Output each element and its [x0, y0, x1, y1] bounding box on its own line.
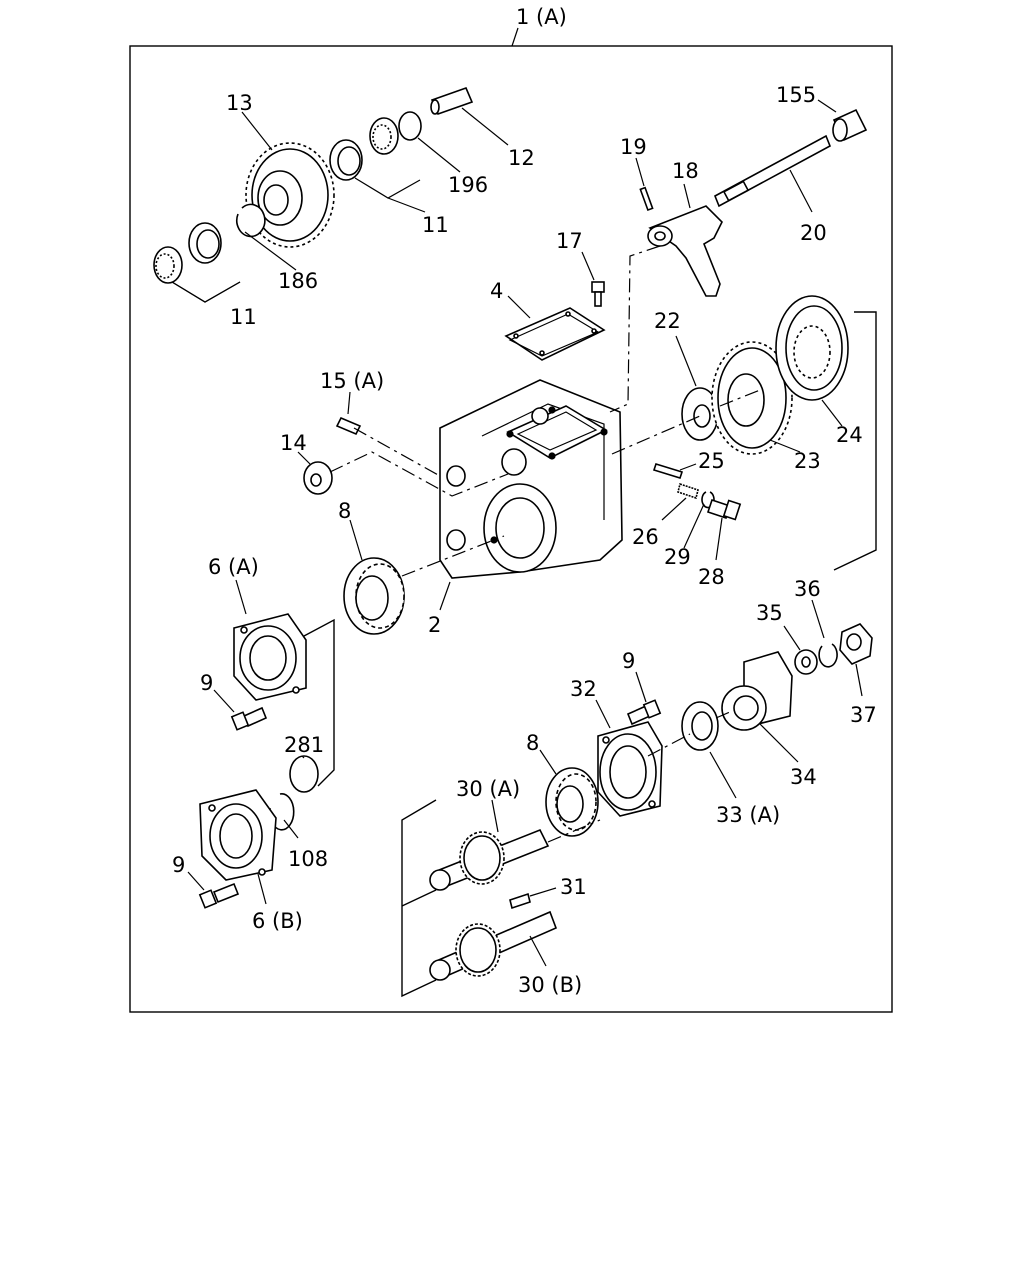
- part-9-bolt-upper: [230, 706, 268, 731]
- bracket-left: [303, 618, 335, 787]
- label-281: 281: [284, 733, 324, 757]
- assembly-label: 1 (A): [516, 5, 567, 29]
- centerline-fork: [609, 245, 661, 413]
- label-6a: 6 (A): [208, 555, 259, 579]
- label-11-top: 11: [422, 213, 449, 237]
- label-108: 108: [288, 847, 328, 871]
- centerline-gear: [611, 389, 761, 455]
- label-14: 14: [280, 431, 307, 455]
- centerline-bushing: [329, 451, 509, 497]
- part-30b-shaft: [429, 910, 558, 981]
- part-19-roll-pin: [639, 186, 654, 212]
- part-30a-shaft: [429, 828, 550, 891]
- part-155-bushing: [832, 108, 868, 142]
- label-34: 34: [790, 765, 817, 789]
- part-24-sliding-gear: [775, 295, 849, 401]
- label-15a: 15 (A): [320, 369, 384, 393]
- label-13: 13: [226, 91, 253, 115]
- assembly-frame: [129, 45, 893, 1013]
- bracket-right: [833, 311, 877, 571]
- part-12-pin: [430, 86, 474, 116]
- label-29: 29: [664, 545, 691, 569]
- centerline-output: [547, 711, 731, 843]
- label-6b: 6 (B): [252, 909, 303, 933]
- part-6b-flange: [199, 789, 277, 881]
- part-18-shift-fork: [647, 205, 723, 297]
- label-18: 18: [672, 159, 699, 183]
- bracket-shaft-variants: [401, 799, 437, 998]
- part-196-ring: [398, 111, 422, 141]
- centerline-main: [401, 535, 505, 577]
- part-36-snap-ring: [818, 643, 838, 668]
- label-32: 32: [570, 677, 597, 701]
- label-11-left: 11: [230, 305, 257, 329]
- part-31-key: [509, 892, 531, 910]
- label-30a: 30 (A): [456, 777, 520, 801]
- label-37: 37: [850, 703, 877, 727]
- part-37-nut: [839, 623, 873, 665]
- label-9-upper: 9: [200, 671, 213, 695]
- part-34-output-housing: [721, 651, 793, 731]
- part-33a-oil-seal: [681, 701, 719, 751]
- part-186-snap-ring: [236, 203, 266, 238]
- label-8-lower: 8: [526, 731, 539, 755]
- part-11-bearing-top: [329, 117, 399, 181]
- part-8-bearing-lower: [545, 767, 599, 837]
- label-9-lower: 9: [172, 853, 185, 877]
- label-31: 31: [560, 875, 587, 899]
- part-23-gear: [711, 341, 793, 455]
- part-9-bolt-lower: [198, 882, 240, 909]
- part-28-plug: [706, 498, 742, 521]
- part-25-pin: [652, 463, 684, 479]
- part-20-shaft: [713, 134, 832, 208]
- label-24: 24: [836, 423, 863, 447]
- label-19: 19: [620, 135, 647, 159]
- label-9-right: 9: [622, 649, 635, 673]
- part-6a-flange: [233, 613, 307, 701]
- label-36: 36: [794, 577, 821, 601]
- label-23: 23: [794, 449, 821, 473]
- part-4-cover: [504, 307, 606, 361]
- label-25: 25: [698, 449, 725, 473]
- part-17-bolt: [591, 281, 605, 307]
- part-15a-pin: [335, 416, 362, 436]
- part-281-ring: [289, 755, 319, 793]
- assembly-leader: [511, 27, 519, 47]
- label-8-upper: 8: [338, 499, 351, 523]
- label-17: 17: [556, 229, 583, 253]
- part-35-washer: [794, 649, 818, 675]
- label-35: 35: [756, 601, 783, 625]
- label-26: 26: [632, 525, 659, 549]
- part-11-bearing-left: [153, 222, 222, 284]
- part-26-spring: [677, 482, 699, 500]
- part-14-bushing: [303, 461, 333, 495]
- label-30b: 30 (B): [518, 973, 582, 997]
- label-20: 20: [800, 221, 827, 245]
- label-28: 28: [698, 565, 725, 589]
- part-2-housing: [439, 379, 623, 579]
- part-9-bolt-right: [626, 699, 662, 726]
- label-155: 155: [776, 83, 816, 107]
- label-33a: 33 (A): [716, 803, 780, 827]
- centerline-pin: [353, 427, 441, 477]
- label-4: 4: [490, 279, 503, 303]
- label-186: 186: [278, 269, 318, 293]
- part-8-bearing-upper: [343, 557, 405, 635]
- label-196: 196: [448, 173, 488, 197]
- label-2: 2: [428, 613, 441, 637]
- part-13-gear: [245, 142, 335, 248]
- part-32-retainer: [597, 721, 663, 817]
- label-12: 12: [508, 146, 535, 170]
- label-22: 22: [654, 309, 681, 333]
